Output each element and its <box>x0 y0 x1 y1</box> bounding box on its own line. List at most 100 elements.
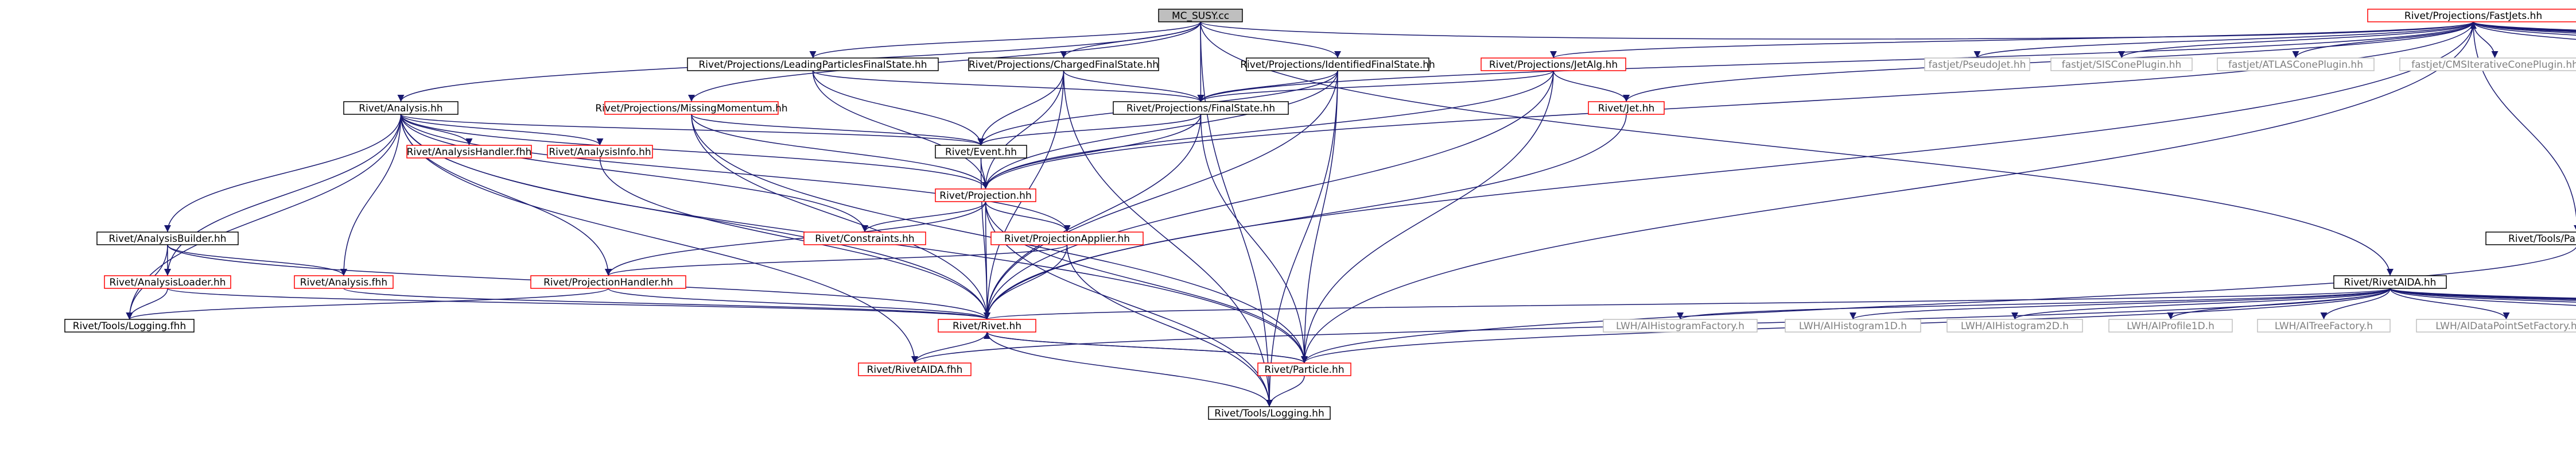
edge-loghh-to-rivethh <box>984 331 1270 407</box>
edge-identfs-to-rivethh <box>984 70 1338 320</box>
edge-analysis-to-projection <box>400 114 989 190</box>
node-constraints[interactable]: Rivet/Constraints.hh <box>803 231 926 245</box>
edge-root-to-missmom <box>688 21 1201 102</box>
edge-fastjets-to-projection <box>982 21 2474 190</box>
node-fj_cmsit: fastjet/CMSIterativeConePlugin.hh <box>2399 57 2576 71</box>
edge-putils-to-particle <box>1301 246 2576 364</box>
edge-jetalg-to-finalstate <box>1197 70 1554 102</box>
edge-leading-to-projection <box>812 70 989 190</box>
node-label-analysis: Rivet/Analysis.hh <box>359 103 442 114</box>
edge-identfs-to-particle <box>1301 70 1338 364</box>
edge-fastjets-to-fj_d0run <box>2473 21 2576 34</box>
node-jetalg[interactable]: Rivet/Projections/JetAlg.hh <box>1481 57 1626 71</box>
node-label-rivetjet: Rivet/Jet.hh <box>1598 103 1655 114</box>
node-label-rivethh: Rivet/Rivet.hh <box>953 321 1021 332</box>
node-anafhh[interactable]: Rivet/Analysis.fhh <box>294 275 394 289</box>
node-label-finalstate: Rivet/Projections/FinalState.hh <box>1126 103 1275 114</box>
edge-chargedfs-to-projection <box>982 70 1064 190</box>
edge-analysis-to-anafhh <box>340 114 402 276</box>
node-box-logfhh <box>64 319 195 333</box>
node-rivetjet[interactable]: Rivet/Jet.hh <box>1588 101 1665 115</box>
node-projhandler[interactable]: Rivet/ProjectionHandler.hh <box>530 275 686 289</box>
node-missmom[interactable]: Rivet/Projections/MissingMomentum.hh <box>595 101 788 115</box>
node-label-aidahh: Rivet/RivetAIDA.hh <box>2344 277 2437 288</box>
edge-identfs-to-finalstate <box>1197 70 1338 102</box>
node-box-analysis <box>343 101 459 115</box>
edge-fastjets-to-fj_clseq <box>2473 21 2576 32</box>
node-box-analoader <box>104 275 231 289</box>
edge-identfs-to-loghh <box>1266 70 1338 407</box>
node-label-projhandler: Rivet/ProjectionHandler.hh <box>543 277 673 288</box>
node-aidahh[interactable]: Rivet/RivetAIDA.hh <box>2333 275 2447 289</box>
edge-jetalg-to-rivethh <box>984 70 1554 320</box>
edge-rivethh-to-aidafhh <box>911 331 988 364</box>
edge-aidahh-to-lwh_meas <box>2389 288 2576 301</box>
edge-jetalg-to-rivetjet <box>1553 70 1630 102</box>
node-rivethh[interactable]: Rivet/Rivet.hh <box>938 319 1036 333</box>
edge-aidahh-to-lwh_tree <box>2389 288 2576 300</box>
edge-fastjets-to-fj_areadef <box>2473 21 2576 32</box>
node-projection[interactable]: Rivet/Projection.hh <box>935 188 1036 202</box>
node-box-projhandler <box>530 275 686 289</box>
edge-projection-to-projapplier <box>985 201 1071 233</box>
edge-root-to-aidahh <box>1200 21 2394 276</box>
node-label-anafhh: Rivet/Analysis.fhh <box>300 277 387 288</box>
node-fj_pseudo: fastjet/PseudoJet.hh <box>1924 57 2030 71</box>
edge-chargedfs-to-event <box>977 70 1064 146</box>
edge-analysis-to-aidafhh <box>400 114 918 364</box>
edge-rivetjet-to-rivethh <box>984 114 1627 320</box>
edge-analysis-to-anabuilder <box>164 114 402 233</box>
node-box-missmom <box>604 101 779 115</box>
node-lwh_h2d: LWH/AIHistogram2D.h <box>1946 319 2083 333</box>
edge-fastjets-to-finalstate <box>1197 21 2474 102</box>
edge-root-to-identfs <box>1200 21 1341 59</box>
node-box-aidafhh <box>858 362 972 376</box>
edge-aidahh-to-lwh_hfac <box>1677 288 2391 320</box>
node-box-lwh_tfac <box>2257 319 2391 333</box>
node-logfhh[interactable]: Rivet/Tools/Logging.fhh <box>64 319 195 333</box>
node-fastjets[interactable]: Rivet/Projections/FastJets.hh <box>2367 9 2576 22</box>
node-leading[interactable]: Rivet/Projections/LeadingParticlesFinalS… <box>687 57 939 71</box>
node-event[interactable]: Rivet/Event.hh <box>935 145 1027 159</box>
node-analoader[interactable]: Rivet/AnalysisLoader.hh <box>104 275 231 289</box>
node-box-particle <box>1257 362 1351 376</box>
node-label-lwh_p1d: LWH/AIProfile1D.h <box>2127 321 2214 332</box>
node-analysis[interactable]: Rivet/Analysis.hh <box>343 101 459 115</box>
edge-jetalg-to-particle <box>1301 70 1554 364</box>
node-anainfo[interactable]: Rivet/AnalysisInfo.hh <box>547 145 653 159</box>
edge-finalstate-to-event <box>977 114 1202 146</box>
edge-aidahh-to-lwh_axis <box>2389 288 2576 299</box>
edge-root-to-loghh <box>1200 21 1273 407</box>
edge-analysis-to-anahandler <box>400 114 473 146</box>
node-putils[interactable]: Rivet/Tools/ParticleIdUtils.hh <box>2485 231 2576 245</box>
node-loghh[interactable]: Rivet/Tools/Logging.hh <box>1208 406 1331 420</box>
node-chargedfs[interactable]: Rivet/Projections/ChargedFinalState.hh <box>968 57 1159 71</box>
node-anabuilder[interactable]: Rivet/AnalysisBuilder.hh <box>96 231 239 245</box>
edge-fastjets-to-jetalg <box>1550 21 2474 59</box>
node-root[interactable]: MC_SUSY.cc <box>1158 9 1243 22</box>
node-identfs[interactable]: Rivet/Projections/IdentifiedFinalState.h… <box>1240 57 1435 71</box>
edge-finalstate-to-rivethh <box>984 114 1202 320</box>
node-box-identfs <box>1246 57 1429 71</box>
node-label-projapplier: Rivet/ProjectionApplier.hh <box>1004 233 1130 245</box>
node-particle[interactable]: Rivet/Particle.hh <box>1257 362 1351 376</box>
node-box-leading <box>687 57 939 71</box>
nodes-layer: MC_SUSY.cc Rivet/Projections/FastJets.hhR… <box>64 9 2576 420</box>
edge-aidahh-to-lwh_h2d <box>2011 288 2391 320</box>
node-box-lwh_p1d <box>2108 319 2233 333</box>
node-box-fj_atlas <box>2217 57 2375 71</box>
edge-projection-to-projhandler <box>605 201 986 276</box>
node-aidafhh[interactable]: Rivet/RivetAIDA.fhh <box>858 362 972 376</box>
node-box-anabuilder <box>96 231 239 245</box>
node-box-constraints <box>803 231 926 245</box>
node-anahandler[interactable]: Rivet/AnalysisHandler.fhh <box>406 145 532 159</box>
node-label-missmom: Rivet/Projections/MissingMomentum.hh <box>595 103 787 114</box>
node-label-root: MC_SUSY.cc <box>1172 10 1229 22</box>
node-box-chargedfs <box>968 57 1159 71</box>
edge-aidahh-to-lwh_p1d <box>2167 288 2391 320</box>
edge-missmom-to-projection <box>691 114 989 190</box>
node-finalstate[interactable]: Rivet/Projections/FinalState.hh <box>1113 101 1289 115</box>
edge-chargedfs-to-loghh <box>1063 70 1273 407</box>
node-projapplier[interactable]: Rivet/ProjectionApplier.hh <box>990 231 1144 245</box>
